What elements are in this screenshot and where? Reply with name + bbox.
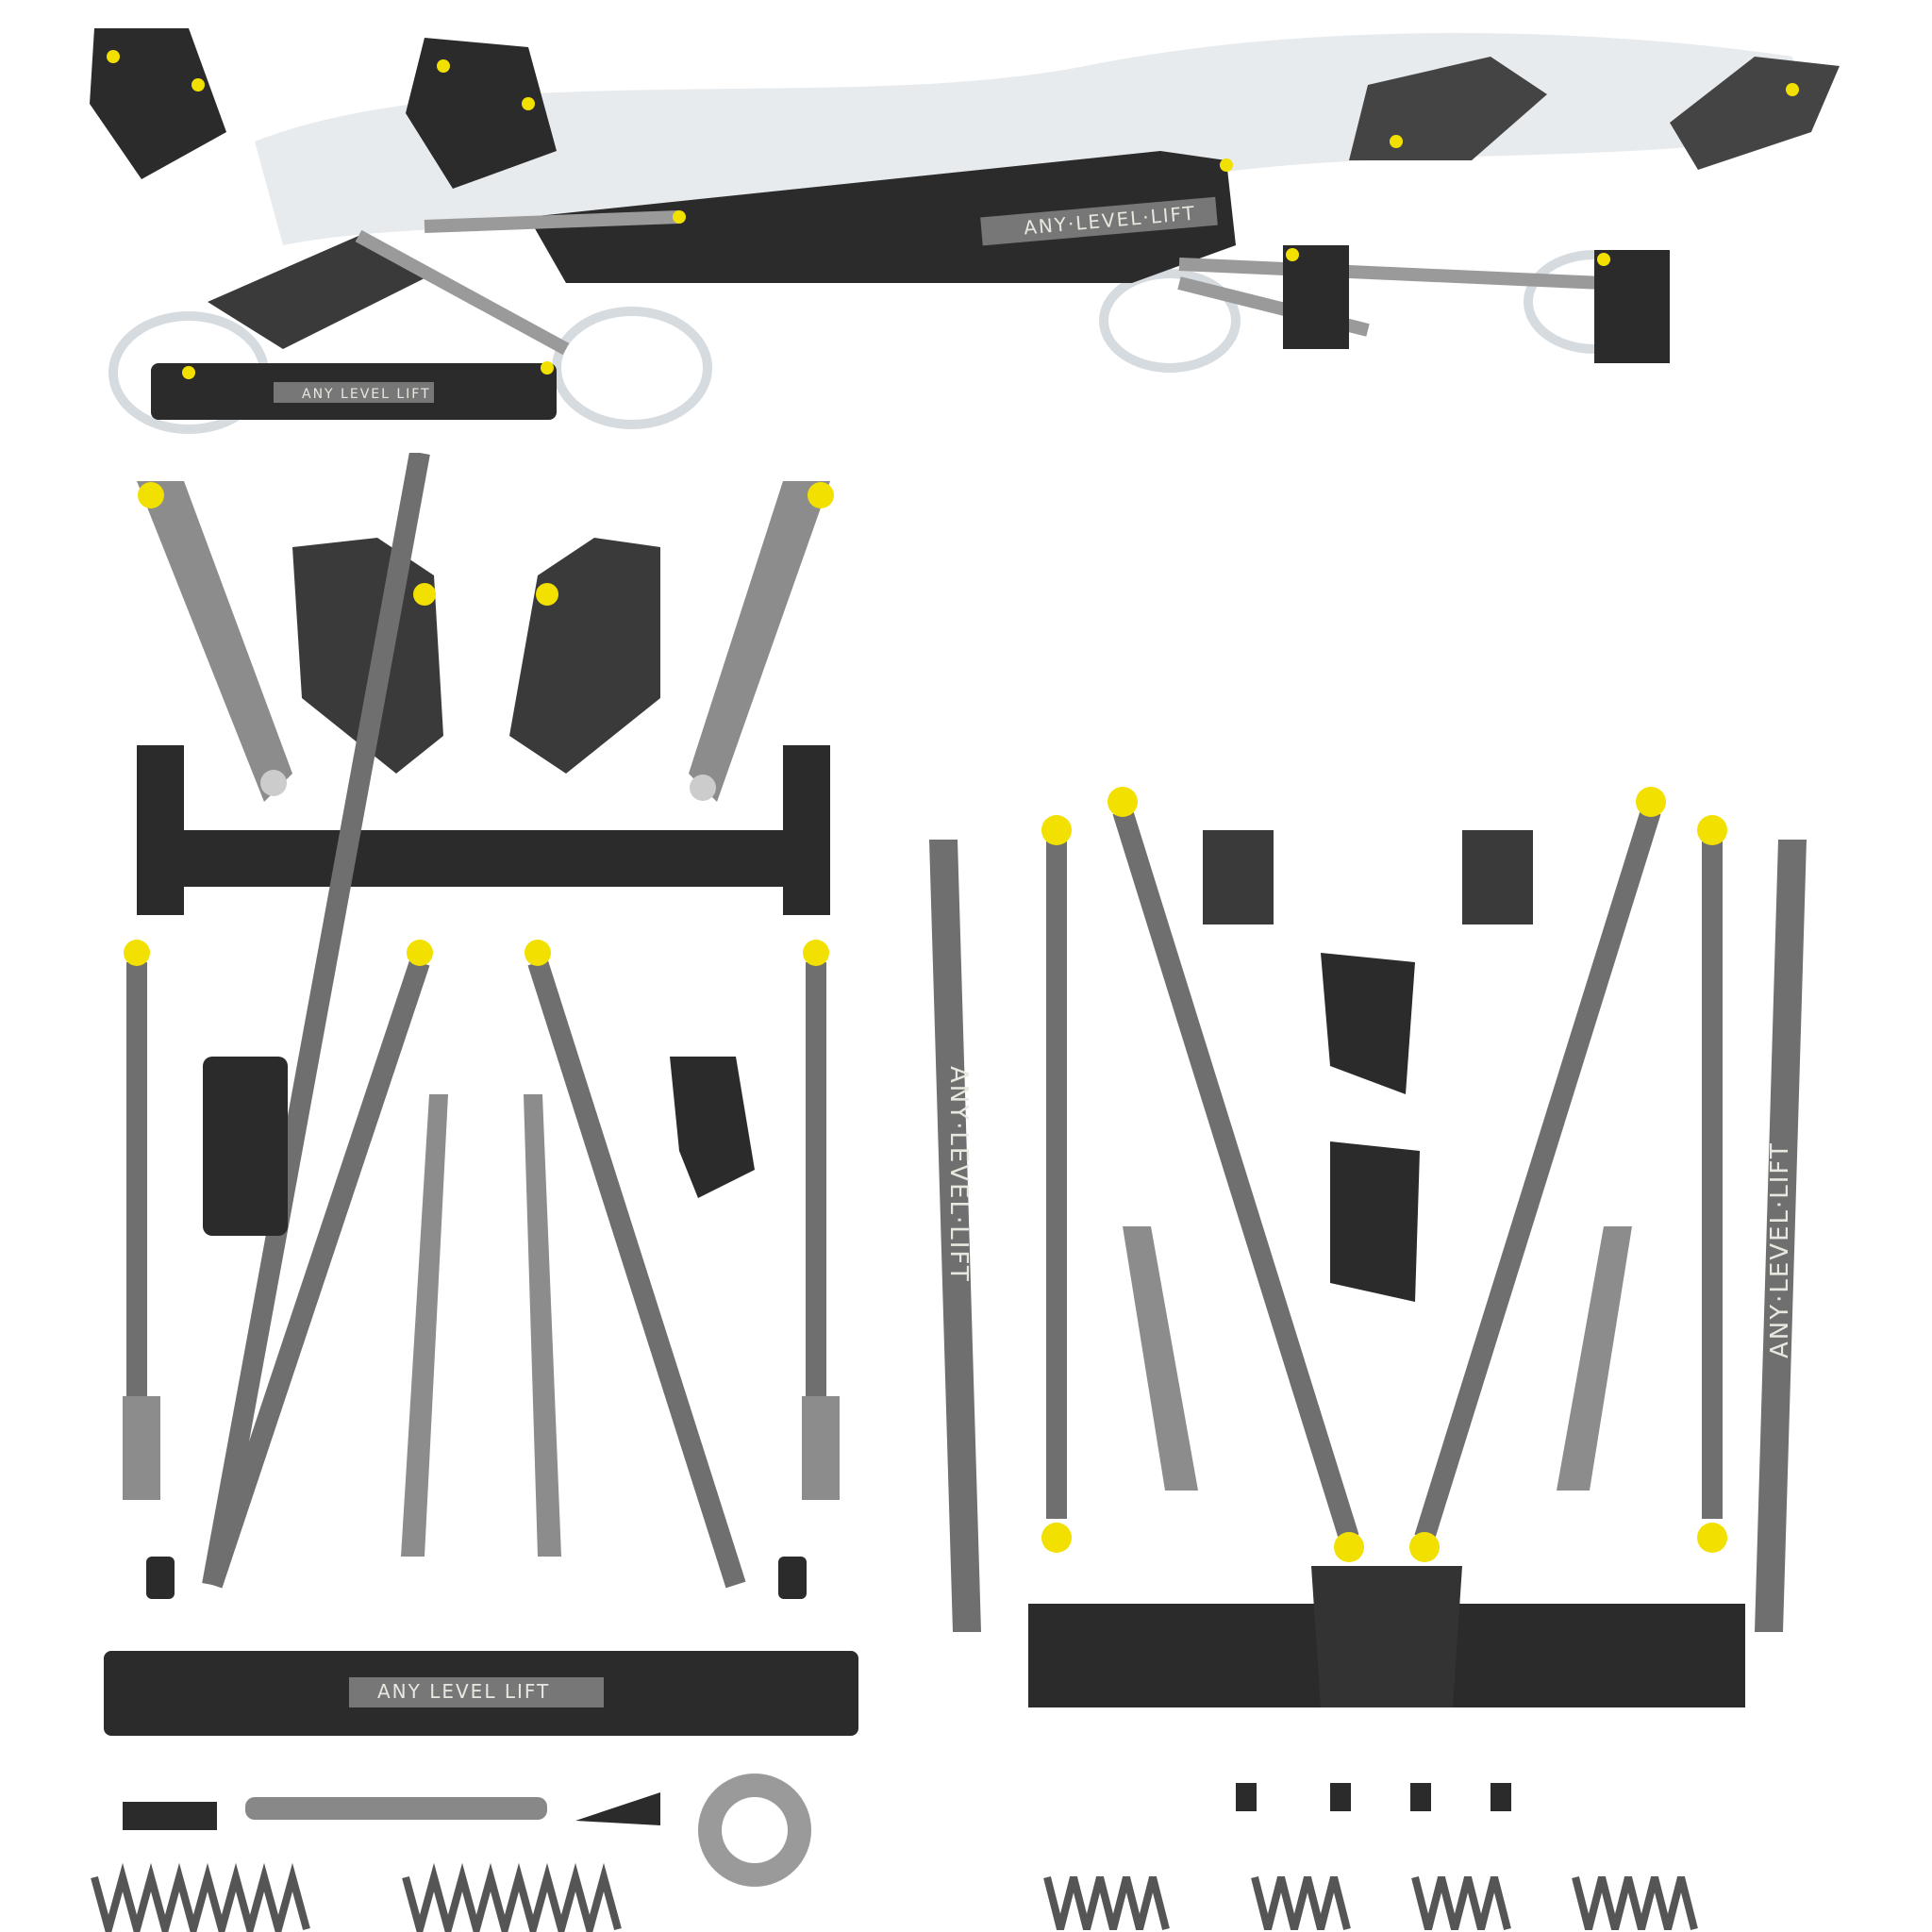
rear-differential-housing <box>1311 1566 1462 1707</box>
front-axle-plate-text: ANY LEVEL LIFT <box>377 1680 550 1703</box>
rear-shock-mount <box>1349 57 1547 160</box>
rear-shock-mount <box>1203 830 1274 924</box>
coil-bucket-right <box>509 538 660 774</box>
steering-bracket <box>670 1057 755 1198</box>
rear-trailing-arm-right <box>1557 1226 1632 1491</box>
hydraulic-assist-unit <box>203 1057 288 1236</box>
bolt <box>138 482 164 508</box>
coil-springs-rear <box>1043 1876 1698 1930</box>
rear-kit-illustration: ANY·LEVEL·LIFT ANY·LEVEL·LIFT <box>929 787 1807 1930</box>
link-bar <box>1414 808 1661 1541</box>
front-shock-tower <box>90 28 226 179</box>
bump-stop <box>778 1557 807 1599</box>
link-bar <box>527 958 746 1589</box>
rear-shock-mount <box>1462 830 1533 924</box>
axle-bracket-plate <box>1321 953 1415 1094</box>
assembly-axle-plate <box>274 382 434 403</box>
rear-rail-left <box>929 840 981 1632</box>
bump-stop <box>146 1557 175 1599</box>
bushing <box>690 774 716 801</box>
link-bar <box>355 229 570 356</box>
link-bar <box>202 453 430 1587</box>
ghost-wheel-rear-left <box>1099 269 1241 373</box>
rear-rail-right-text: ANY·LEVEL·LIFT <box>1766 1141 1794 1358</box>
assembly-illustration: ANY·LEVEL·LIFT ANY LEVEL LIFT <box>90 28 1840 434</box>
front-kit-illustration: ANY LEVEL LIFT <box>91 453 858 1932</box>
link-bar <box>1178 258 1605 290</box>
skid-bracket <box>123 1802 217 1830</box>
rear-shock-mount <box>1670 57 1840 170</box>
gusset-plate <box>575 1792 660 1825</box>
steering-stabilizer <box>245 1797 547 1820</box>
front-shock-tower <box>406 38 557 189</box>
bolt <box>808 482 834 508</box>
rear-rail-right <box>1755 840 1807 1632</box>
link-bar <box>424 210 680 233</box>
trailing-arm-left <box>401 1094 448 1557</box>
crossmember-bracket-right <box>783 745 830 915</box>
front-suspension-components: ANY LEVEL LIFT <box>0 453 924 1932</box>
link-bar <box>1112 808 1359 1541</box>
radius-arm-left <box>137 481 292 802</box>
axle-bracket-plate <box>1330 1141 1420 1302</box>
crossmember <box>142 830 821 887</box>
bushing <box>260 770 287 796</box>
link-bar <box>202 958 430 1589</box>
radius-arm-right <box>689 481 830 802</box>
trailing-arm-right <box>524 1094 561 1557</box>
rear-axle-bracket <box>1594 250 1670 363</box>
hardware-bolts <box>107 50 1799 379</box>
frame-rail <box>528 151 1236 283</box>
front-axle-plate <box>349 1677 604 1707</box>
assembled-chassis-view: ANY·LEVEL·LIFT ANY LEVEL LIFT <box>0 0 1932 453</box>
coil-springs-front <box>91 1862 622 1932</box>
frame-rail-brand-strip <box>980 196 1218 246</box>
front-long-arm <box>208 236 434 349</box>
rear-trailing-arm-left <box>1123 1226 1198 1491</box>
u-clips <box>1236 1783 1511 1811</box>
rear-suspension-components: ANY·LEVEL·LIFT ANY·LEVEL·LIFT <box>924 453 1932 1932</box>
assembly-axle-plate-text: ANY LEVEL LIFT <box>302 387 431 402</box>
coil-bucket-left <box>292 538 443 774</box>
rear-rail-left-text: ANY·LEVEL·LIFT <box>944 1066 973 1283</box>
ghost-wheel-front-right <box>552 307 712 429</box>
crossmember-bracket-left <box>137 745 184 915</box>
rear-axle-bracket <box>1283 245 1349 349</box>
